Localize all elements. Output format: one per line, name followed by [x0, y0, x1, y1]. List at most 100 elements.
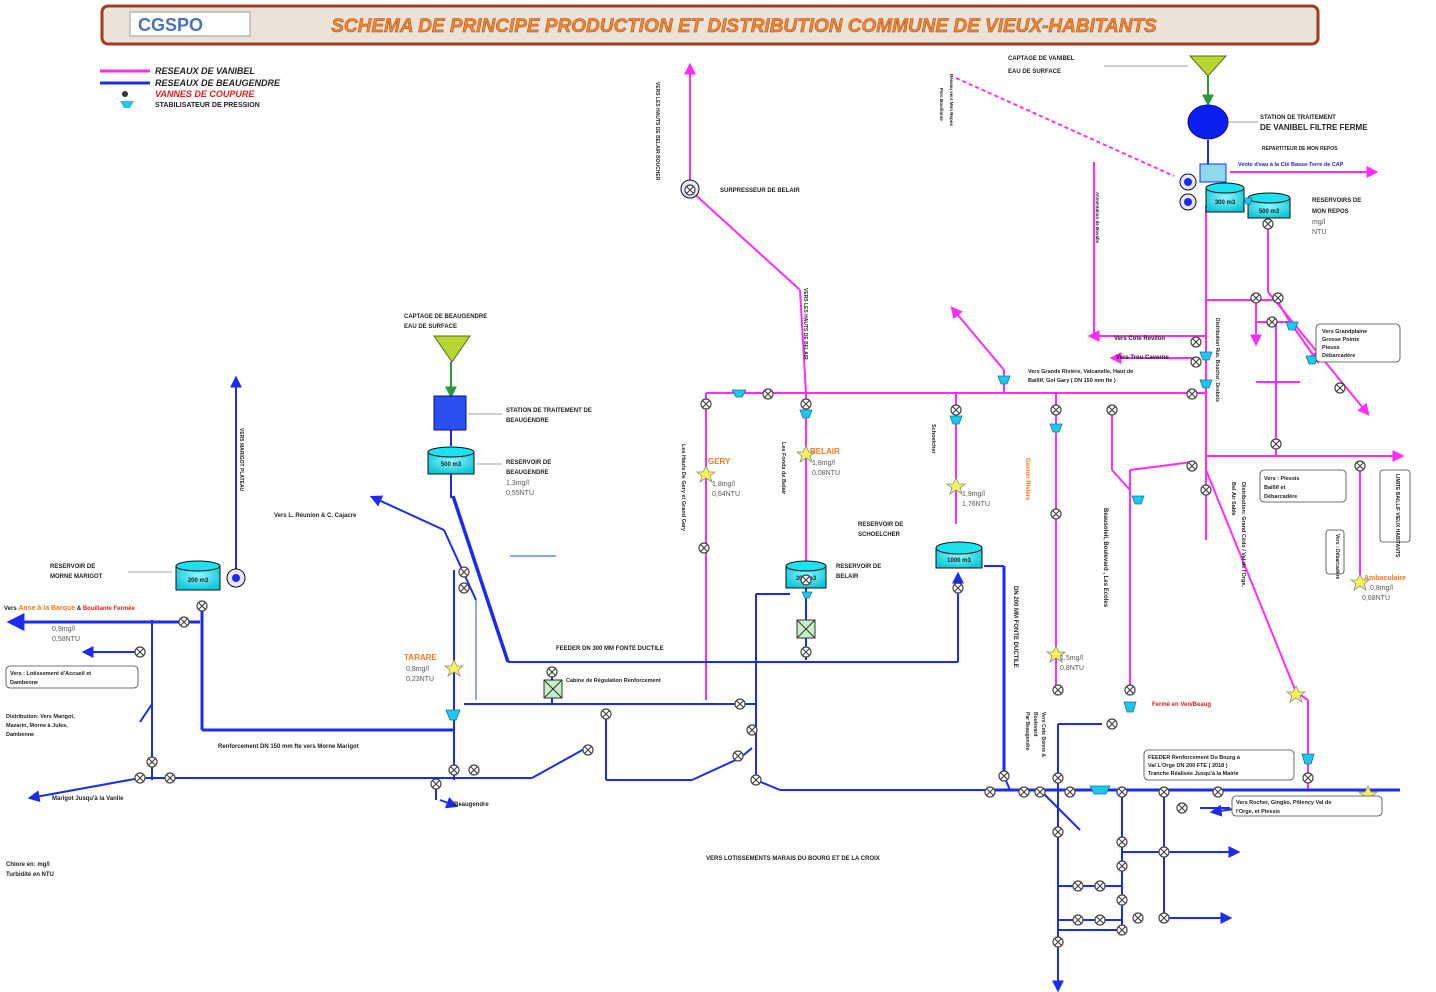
label-captage-vanibel-2: EAU DE SURFACE [1008, 69, 1061, 75]
valve-icon-stroke [1118, 788, 1126, 796]
header-banner: CGSPO SCHEMA DE PRINCIPE PRODUCTION ET D… [100, 4, 1320, 46]
label-morne-val: 0,9mg/l [52, 626, 75, 633]
valve-icon-stroke [1268, 318, 1276, 326]
label-vers-cote-bord-v: VERS LES HAUTS DE BELAIR BOUCHER [654, 82, 660, 181]
valve-icon-stroke [1192, 358, 1200, 366]
valve-icon-stroke [952, 406, 960, 414]
vanibel-network [684, 62, 1405, 790]
stabilizer-icon [120, 101, 134, 108]
label-schoelcher-2: 1,76NTU [962, 501, 990, 508]
label-vers-grandplaine-4: Débarcadère [1322, 353, 1355, 359]
valve-icon-stroke [1118, 838, 1126, 846]
label-vers-cote-revilon: Vers Cote Revilon [1114, 336, 1165, 342]
valve-icon-stroke [136, 774, 144, 782]
valve-icon-stroke [1054, 686, 1062, 694]
reservoir-mon-repos-small: 300 m3 [1205, 182, 1245, 213]
label-repartiteur: REPARTITEUR DE MON REPOS [1262, 146, 1338, 152]
label-station-beaugendre-2: BEAUGENDRE [506, 418, 549, 424]
label-vers-marigot-v: VERS MARIGOT PLATEAU [238, 428, 244, 492]
valve-icon-stroke [1108, 406, 1116, 414]
label-reservoirs-mon-repos: RESERVOIRS DE [1312, 198, 1361, 204]
label-reservoir-belair-2: BELAIR [836, 574, 859, 580]
valve-icon-stroke [470, 766, 478, 774]
captage-vanibel-icon [1188, 55, 1228, 77]
beaugendre-light-lines [475, 555, 556, 700]
label-distribution-morne-2: Mazarin, Morne à Jules, [6, 723, 68, 729]
label-ambaculaire: Ambaculaire [1364, 575, 1406, 582]
repartiteur-icon [1199, 163, 1227, 183]
label-vers-grande-riviere-2: Baillif, Gol Gary ( DN 150 mm fte ) [1028, 378, 1116, 384]
valve-icon-stroke [148, 758, 156, 766]
pump-icon [226, 568, 246, 588]
logo-text: CGSPO [138, 15, 203, 35]
label-morne-val-2: 0,58NTU [52, 636, 80, 643]
label-belair: BELAIR [810, 447, 840, 456]
valve-icon-stroke [1160, 848, 1168, 856]
valve-icon-stroke [1178, 804, 1186, 812]
valve-icon-stroke [1192, 338, 1200, 346]
label-cabine-regulation: Cabine de Régulation Renforcement [566, 678, 661, 684]
legend-stabilisateur: STABILISATEUR DE PRESSION [155, 102, 260, 109]
label-schoelcher-1: 1,9mg/l [962, 491, 985, 498]
label-captage-beaugendre-2: EAU DE SURFACE [404, 324, 457, 330]
label-feeder-renforcement: FEEDER Renforcement Du Bourg à [1148, 755, 1241, 761]
label-gery-v: Les Hauts De Gery et Grand Gary [680, 444, 686, 532]
label-station-vanibel-2: DE VANIBEL FILTRE FERME [1260, 123, 1368, 132]
label-dotted-note: Réseau vers Mon Repos [949, 74, 954, 127]
valve-icon-stroke [1272, 440, 1280, 448]
pressure-stabilizers [445, 197, 1319, 795]
page-title: SCHEMA DE PRINCIPE PRODUCTION ET DISTRIB… [331, 16, 1157, 37]
valve-icon-stroke [1052, 510, 1060, 518]
valve-icon-stroke [1036, 788, 1044, 796]
valve-icon-stroke [450, 766, 458, 774]
valve-icon-stroke [1336, 384, 1344, 392]
label-reservoir-morne: RESERVOIR DE [50, 564, 95, 570]
callout-boxes [5, 323, 1411, 817]
label-reservoirs-mon-repos-3: mg/l [1312, 219, 1326, 226]
label-vers-plessis: Vers : Plessis [1264, 476, 1299, 482]
valve-icon-stroke [1134, 914, 1142, 922]
reservoir-morne-marigot: 200 m3 [175, 560, 221, 591]
valve-icon-stroke [752, 776, 760, 784]
valve-icon-stroke [1074, 882, 1082, 890]
label-gery: GERY [708, 457, 731, 466]
label-chlore: Chlore en: mg/l [6, 862, 50, 868]
tank-label: 500 m3 [441, 462, 462, 468]
station-vanibel-icon [1187, 104, 1229, 140]
valve-icon-stroke [166, 774, 174, 782]
label-schoelcher-v: Schoelcher [930, 424, 936, 455]
tanks: 300 m3 500 m3 500 m3 200 m3 200 m3 [175, 182, 1291, 591]
valve-icon [122, 91, 128, 97]
valves [134, 184, 1366, 948]
valve-icon-stroke [734, 752, 742, 760]
valve-icon-stroke [136, 648, 144, 656]
beaugendre-network [6, 362, 1400, 992]
label-reservoir-belair: RESERVOIR DE [836, 564, 881, 570]
valve-icon-stroke [548, 668, 556, 676]
valve-icon-stroke [1160, 914, 1168, 922]
label-reservoirs-mon-repos-4: NTU [1312, 229, 1326, 236]
valve-icon-stroke [702, 400, 710, 408]
label-gery-1: 1,8mg/l [712, 481, 735, 488]
station-beaugendre-icon [433, 395, 467, 431]
label-vers-lotissements: VERS LOTISSEMENTS MARAIS DU BOURG ET DE … [706, 856, 880, 862]
valve-icon-stroke [1066, 788, 1074, 796]
legend-beaugendre: RESEAUX DE BEAUGENDRE [155, 78, 281, 88]
valve-icon-stroke [584, 746, 592, 754]
valve-icon-stroke [1188, 390, 1196, 398]
label-boulevard: Beausoleil, Boulevard , Les Ecoles [1102, 508, 1108, 608]
valve-icon-stroke [802, 400, 810, 408]
label-vers-grandplaine-3: Pieuss [1322, 345, 1340, 351]
label-beaugendre-lower: Beaugendre [454, 802, 489, 808]
label-reservoir-beaugendre: RESERVOIR DE [506, 460, 551, 466]
reservoir-beaugendre: 500 m3 [427, 446, 475, 475]
label-vers-grandplaine: Vers Grandplaine [1322, 329, 1367, 335]
valve-icon-stroke [1052, 406, 1060, 414]
label-val-1: 1,5mg/l [1060, 655, 1083, 662]
label-vers-reunion: Vers L. Réunion & C. Cajacre [274, 513, 357, 519]
label-tarare-1: 0,8mg/l [406, 666, 429, 673]
valve-icon-stroke [460, 568, 468, 576]
label-alim: Alimentation de Bovalle [1095, 192, 1100, 244]
valve-icon-stroke [736, 700, 744, 708]
